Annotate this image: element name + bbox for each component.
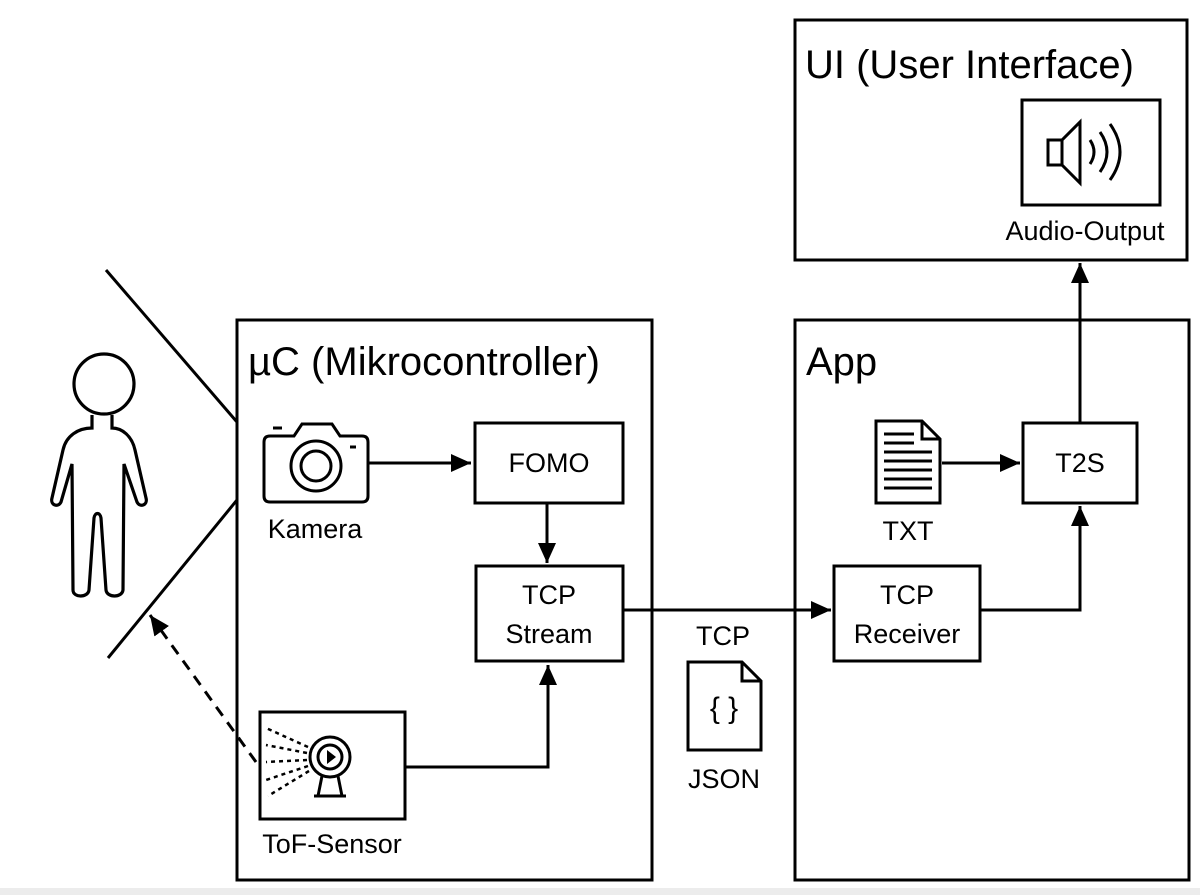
tcp-stream-box	[474, 564, 625, 663]
microcontroller-panel: µC (Mikrocontroller) Kamera FOMO TCP Str…	[235, 318, 654, 882]
tof-sensor-icon	[265, 726, 352, 798]
tcp-link-label: TCP	[696, 621, 750, 651]
tof-sensor-label: ToF-Sensor	[262, 829, 402, 859]
connectors	[148, 263, 1089, 769]
audio-output-box	[1020, 98, 1162, 207]
camera-icon	[262, 422, 370, 504]
arrow-receiver-to-t2s	[980, 506, 1089, 612]
person-icon	[50, 352, 148, 598]
fomo-box	[473, 421, 625, 505]
speaker-icon	[1046, 118, 1122, 187]
t2s-label: T2S	[1055, 448, 1105, 478]
tcp-receiver-label-line1: TCP	[880, 580, 934, 610]
tof-sensor-box	[258, 710, 407, 821]
text-document-icon	[874, 419, 942, 505]
txt-label: TXT	[883, 516, 934, 546]
json-document-icon: { }	[686, 660, 763, 752]
tcp-receiver-label-line2: Receiver	[854, 619, 961, 649]
app-panel: App TXT T2S TCP Receiver	[793, 318, 1191, 882]
tcp-receiver-box	[832, 564, 982, 663]
fomo-label: FOMO	[509, 448, 590, 478]
json-label: JSON	[688, 764, 760, 794]
ui-panel: UI (User Interface) Audio-Output	[793, 18, 1189, 262]
audio-output-label: Audio-Output	[1005, 216, 1165, 246]
microcontroller-panel-title: µC (Mikrocontroller)	[248, 340, 600, 384]
tcp-stream-label-line2: Stream	[505, 619, 592, 649]
bottom-divider	[0, 888, 1200, 895]
camera-label: Kamera	[268, 514, 364, 544]
json-braces: { }	[710, 692, 738, 725]
app-panel-title: App	[806, 340, 877, 384]
tcp-stream-label-line1: TCP	[522, 580, 576, 610]
arrow-tof-to-tcp-stream	[405, 665, 557, 769]
ui-panel-title: UI (User Interface)	[805, 43, 1134, 87]
t2s-box	[1021, 421, 1139, 505]
